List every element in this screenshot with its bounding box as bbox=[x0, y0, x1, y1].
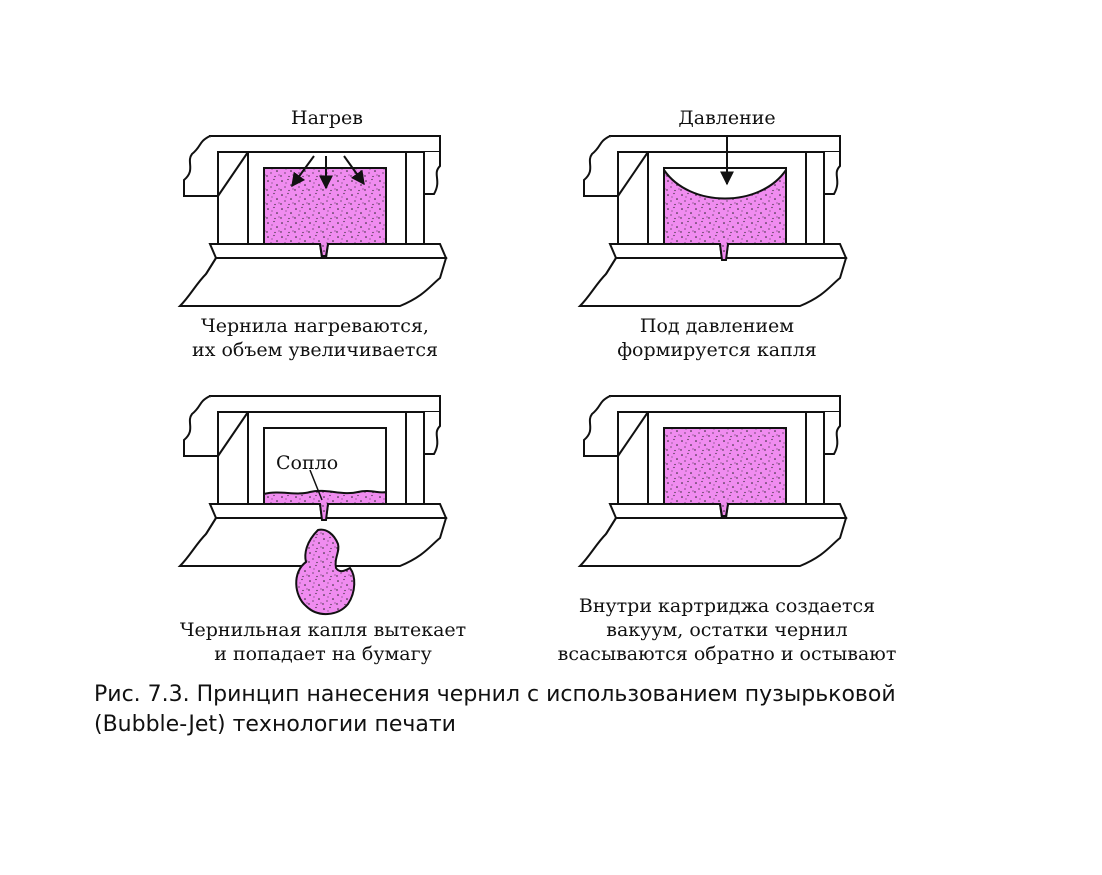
ink-residue bbox=[263, 489, 387, 521]
caption-refill-line3: всасываются обратно и остывают bbox=[558, 643, 897, 665]
heat-arrow-icon bbox=[343, 155, 365, 186]
caption-heating-line2: их объем увеличивается bbox=[192, 339, 438, 361]
panel-refill bbox=[579, 395, 847, 567]
figure-caption-line1: Рис. 7.3. Принцип нанесения чернил с исп… bbox=[94, 682, 896, 707]
caption-refill-line1: Внутри картриджа создается bbox=[579, 595, 875, 617]
label-heating: Нагрев bbox=[291, 107, 363, 129]
ink-chamber-refilled bbox=[663, 427, 787, 517]
label-nozzle: Сопло bbox=[276, 452, 338, 474]
caption-ejection-line1: Чернильная капля вытекает bbox=[180, 619, 466, 641]
caption-pressure-line2: формируется капля bbox=[617, 339, 817, 361]
ink-droplet bbox=[295, 528, 356, 615]
panel-heating bbox=[179, 135, 447, 307]
caption-heating-line1: Чернила нагреваются, bbox=[201, 315, 429, 337]
figure-caption: Рис. 7.3. Принцип нанесения чернил с исп… bbox=[94, 680, 1054, 740]
caption-pressure-line1: Под давлением bbox=[640, 315, 794, 337]
heat-arrow-icon bbox=[291, 155, 315, 188]
ink-chamber-full bbox=[263, 167, 387, 257]
panel-pressure bbox=[579, 135, 847, 307]
panel-ejection bbox=[179, 395, 447, 615]
nozzle-pointer bbox=[309, 469, 323, 501]
figure-caption-line2: (Bubble-Jet) технологии печати bbox=[94, 712, 456, 737]
caption-refill-line2: вакуум, остатки чернил bbox=[606, 619, 848, 641]
ink-chamber-bubble bbox=[663, 166, 787, 261]
label-pressure: Давление bbox=[678, 107, 775, 129]
caption-ejection-line2: и попадает на бумагу bbox=[214, 643, 432, 665]
